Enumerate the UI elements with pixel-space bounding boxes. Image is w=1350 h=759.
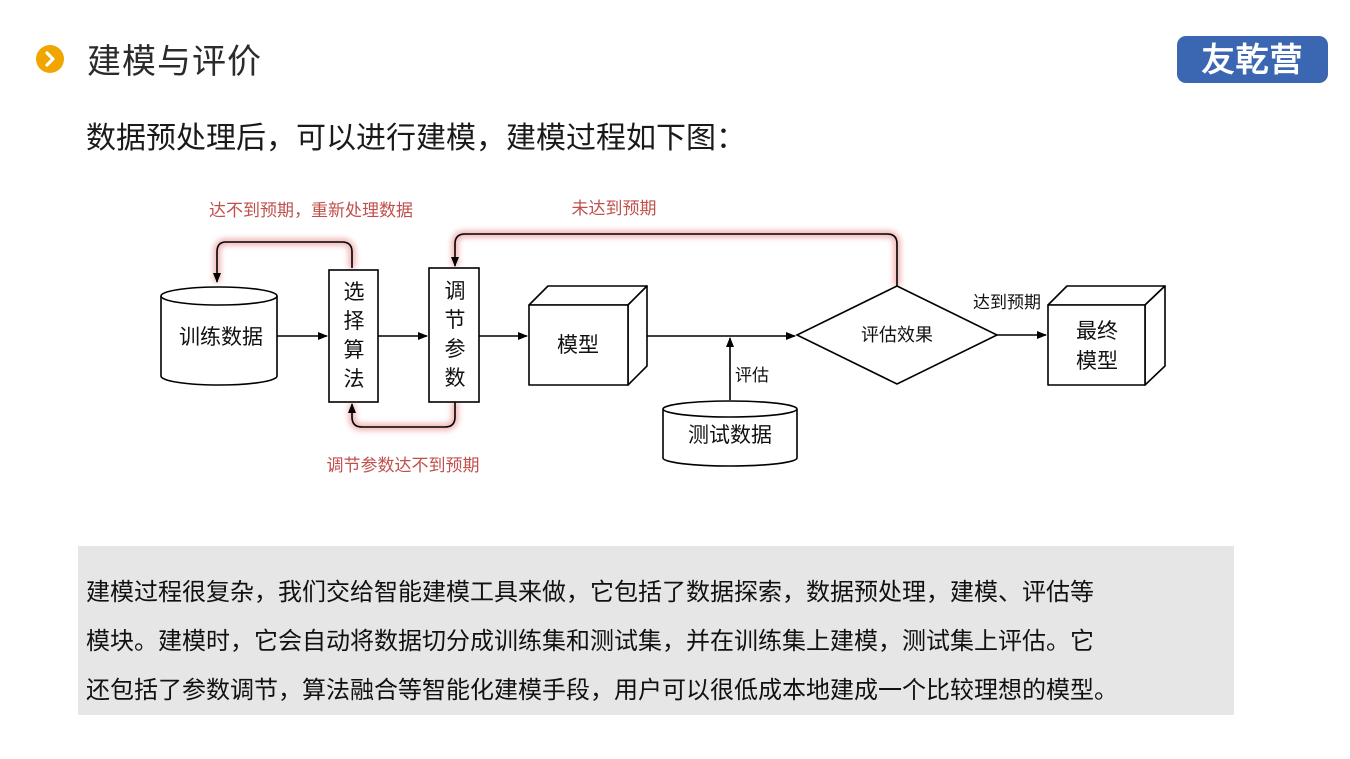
training-data-label: 训练数据 bbox=[179, 325, 263, 349]
description-line: 模块。建模时，它会自动将数据切分成训练集和测试集，并在训练集上建模，测试集上评估… bbox=[86, 627, 1094, 655]
final-model-label: 最终 bbox=[1076, 319, 1118, 343]
tune-params-box bbox=[428, 267, 480, 403]
model-cube bbox=[528, 285, 648, 386]
edge-label-tune-retry: 调节参数达不到预期 bbox=[327, 456, 480, 476]
edge-label-reached: 达到预期 bbox=[973, 293, 1041, 313]
chevron-right-icon bbox=[36, 45, 64, 73]
evaluate-label: 评估效果 bbox=[861, 325, 933, 346]
description-line: 还包括了参数调节，算法融合等智能化建模手段，用户可以很低成本地建成一个比较理想的… bbox=[86, 676, 1118, 704]
tune-params-char: 调 bbox=[445, 279, 466, 303]
tune-params-char: 参 bbox=[445, 337, 466, 361]
feedback-arrow-not-reached bbox=[451, 233, 898, 286]
feedback-arrow-tune bbox=[348, 402, 456, 428]
description-box: 建模过程很复杂，我们交给智能建模工具来做，它包括了数据探索，数据预处理，建模、评… bbox=[78, 546, 1234, 715]
subtitle: 数据预处理后，可以进行建模，建模过程如下图： bbox=[86, 121, 746, 156]
test-data-cylinder bbox=[662, 400, 798, 467]
training-data-cylinder bbox=[160, 286, 278, 386]
tune-params-char: 数 bbox=[445, 366, 466, 390]
brand-logo: 友乾营 bbox=[1177, 36, 1328, 83]
evaluate-diamond bbox=[795, 285, 999, 385]
edge-label-reprocess: 达不到预期，重新处理数据 bbox=[209, 201, 413, 221]
page-title: 建模与评价 bbox=[87, 42, 262, 82]
select-algorithm-char: 算 bbox=[344, 338, 365, 362]
select-algorithm-char: 择 bbox=[344, 309, 365, 333]
select-algorithm-char: 法 bbox=[344, 367, 365, 391]
select-algorithm-char: 选 bbox=[344, 280, 365, 304]
description-line: 建模过程很复杂，我们交给智能建模工具来做，它包括了数据探索，数据预处理，建模、评… bbox=[86, 578, 1094, 606]
model-label: 模型 bbox=[557, 333, 599, 357]
test-data-label: 测试数据 bbox=[688, 423, 772, 447]
edge-label-evaluate: 评估 bbox=[735, 366, 769, 386]
feedback-arrow-reprocess bbox=[213, 241, 353, 283]
final-model-cube bbox=[1047, 285, 1166, 386]
select-algorithm-box bbox=[328, 269, 379, 403]
edge-label-not-reached: 未达到预期 bbox=[572, 199, 657, 219]
tune-params-char: 节 bbox=[445, 308, 466, 332]
modeling-flow-diagram: 训练数据 选 择 算 法 调 节 参 数 模型 评估效果 最终 模型 测试数据 bbox=[160, 199, 1166, 476]
final-model-label: 模型 bbox=[1076, 349, 1118, 373]
